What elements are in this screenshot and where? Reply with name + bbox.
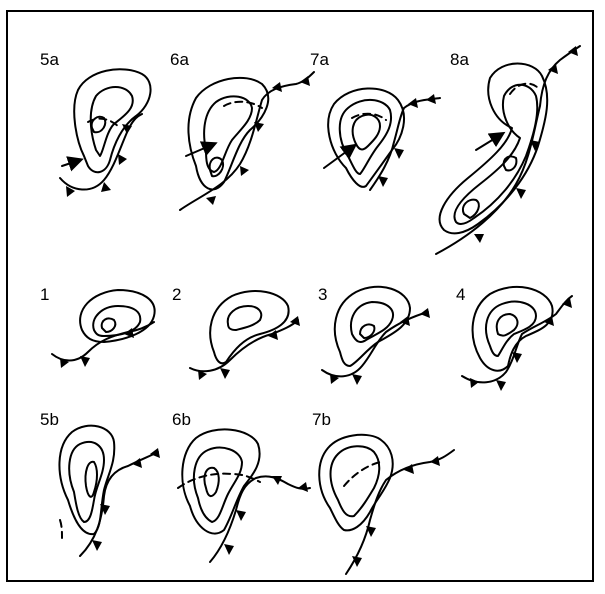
cold-front-pip: [352, 374, 362, 385]
outer-isobar: [319, 435, 392, 531]
cold-front-pip: [92, 540, 102, 551]
front-line: [80, 452, 158, 556]
cold-front-pip: [101, 182, 111, 192]
bent-back-front: [344, 462, 380, 486]
panel-5a: 5a: [40, 50, 151, 197]
warm-front-pip: [298, 482, 308, 492]
cold-front-pip: [516, 188, 526, 199]
cold-front-pip: [236, 510, 246, 521]
inner-isobar: [228, 306, 262, 330]
cold-front-pip: [496, 380, 506, 391]
cold-front-pip: [80, 356, 90, 367]
cold-front-pip: [220, 368, 230, 379]
outer-isobar: [74, 69, 150, 172]
middle-isobar: [69, 442, 104, 522]
panel-label: 2: [172, 285, 181, 304]
panel-label: 1: [40, 285, 49, 304]
cold-front-pip: [474, 234, 484, 243]
center-isobar: [210, 158, 223, 177]
warm-front-pip: [420, 308, 430, 318]
panel-6a: 6a: [170, 50, 314, 210]
panel-label: 8a: [450, 50, 469, 69]
panel-label: 7a: [310, 50, 329, 69]
outer-isobar: [188, 78, 268, 190]
panel-2: 2: [172, 285, 300, 380]
inner-isobar: [331, 446, 380, 516]
cold-front-pip: [224, 544, 234, 555]
panel-8a: 8a: [436, 46, 580, 254]
panel-label: 6b: [172, 410, 191, 429]
outer-isobar: [210, 291, 288, 363]
bent-back-front: [224, 102, 262, 108]
warm-front-pip: [426, 94, 436, 104]
inner-isobar: [204, 468, 218, 496]
panel-label: 5b: [40, 410, 59, 429]
panel-label: 7b: [312, 410, 331, 429]
front-line: [346, 450, 454, 574]
panel-7b: 7b: [312, 410, 454, 574]
front-line: [462, 296, 572, 382]
front-line: [210, 476, 310, 562]
cold-front-pip: [470, 378, 479, 388]
cold-front-pip: [206, 196, 216, 205]
warm-front-pip: [430, 456, 440, 466]
inner-isobar: [497, 314, 518, 336]
panel-6b: 6b: [172, 410, 310, 562]
panel-3: 3: [318, 285, 430, 385]
center-isobar: [102, 318, 116, 332]
panel-label: 3: [318, 285, 327, 304]
middle-isobar: [486, 302, 536, 356]
warm-front-pip: [408, 98, 418, 108]
inner-isobar: [353, 115, 380, 150]
cold-front-pip: [240, 166, 249, 176]
outer-isobar: [335, 287, 410, 366]
center-isobar: [504, 156, 517, 170]
panel-5b: 5b: [40, 410, 160, 556]
cold-front-pip: [378, 176, 388, 187]
panel-label: 5a: [40, 50, 59, 69]
warm-front-pip: [118, 154, 127, 165]
flow-arrow: [476, 134, 502, 150]
bent-back-front: [60, 520, 62, 538]
cold-front-pip: [394, 148, 404, 159]
outer-isobar: [328, 88, 404, 186]
warm-front-pip: [150, 448, 160, 458]
panel-1: 1: [40, 285, 155, 368]
panel-label: 4: [456, 285, 465, 304]
panel-7a: 7a: [310, 50, 440, 190]
flow-arrow: [62, 160, 80, 166]
panel-label: 6a: [170, 50, 189, 69]
panel-4: 4: [456, 285, 572, 391]
